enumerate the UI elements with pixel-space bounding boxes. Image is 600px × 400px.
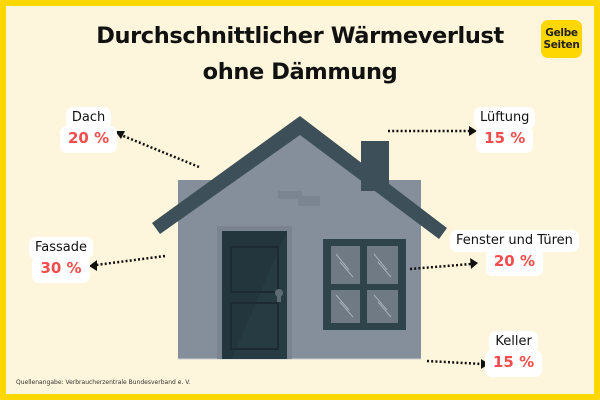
title-line-2: ohne Dämmung [202,59,398,85]
arrowhead-icon [470,258,478,269]
source-note: Quellenangabe: Verbraucherzentrale Bunde… [16,379,191,386]
arrow-keller [426,359,483,366]
arrowhead-icon [469,126,477,136]
part-name: Fassade [29,237,94,259]
label-dach: Dach 20 % [60,107,118,153]
part-percentage: 30 % [32,256,90,283]
brick-decoration [298,196,320,206]
part-name: Dach [65,107,112,129]
part-percentage: 15 % [476,126,534,153]
arrow-fenster [409,262,472,271]
label-fenster-und-tueren: Fenster und Türen 20 % [450,230,579,276]
arrow-dach [120,133,200,169]
gelbe-seiten-logo: Gelbe Seiten [541,20,582,58]
part-name: Keller [489,331,538,353]
label-keller: Keller 15 % [485,331,543,377]
part-percentage: 20 % [60,126,118,153]
part-percentage: 15 % [485,350,543,377]
label-fassade: Fassade 30 % [29,237,94,283]
logo-line-1: Gelbe [545,27,578,39]
brick-decoration [278,191,302,199]
arrowhead-icon [115,131,125,139]
arrowhead-icon [89,260,97,271]
page-title: Durchschnittlicher Wärmeverlust ohne Däm… [0,18,600,90]
title-line-1: Durchschnittlicher Wärmeverlust [96,23,504,49]
logo-line-2: Seiten [543,39,580,51]
part-name: Fenster und Türen [450,230,579,252]
house-gable [178,132,421,230]
label-lueftung: Lüftung 15 % [474,107,536,153]
part-name: Lüftung [474,107,536,129]
part-percentage: 20 % [485,249,544,276]
arrow-fassade [95,254,166,267]
